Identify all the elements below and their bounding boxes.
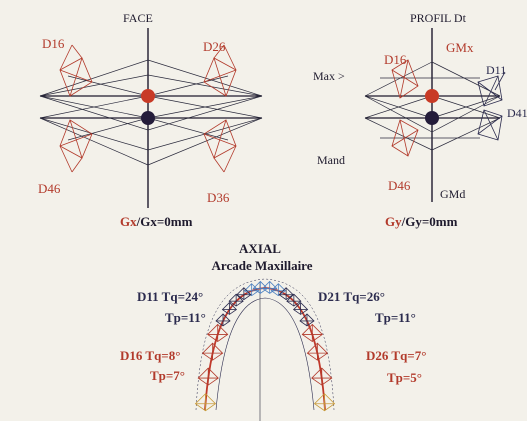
profil-tooth-d16 [391, 59, 419, 99]
axial-tooth-marker [221, 301, 238, 315]
profil-label-d11: D11 [486, 63, 506, 77]
red-center-dot-icon [425, 89, 439, 103]
profil-tooth-d46 [391, 119, 419, 157]
axial-view: AXIAL Arcade Maxillaire D11 Tq=24° Tp=11… [120, 241, 426, 421]
axial-tooth-marker [292, 301, 309, 315]
face-label-d26: D26 [203, 39, 226, 54]
axial-tooth-marker [286, 293, 302, 307]
axial-subtitle: Arcade Maxillaire [212, 258, 313, 273]
dark-center-dot-icon [425, 111, 439, 125]
face-label-d16: D16 [42, 36, 65, 51]
face-tooth-d26 [203, 44, 237, 97]
face-label-d36: D36 [207, 190, 230, 205]
face-tooth-d16 [59, 44, 93, 97]
face-tooth-d46 [59, 119, 93, 173]
face-view: FACE [38, 11, 263, 229]
axial-d21-tq: D21 Tq=26° [318, 289, 385, 304]
profil-title: PROFIL Dt [410, 11, 467, 25]
axial-tooth-marker [201, 342, 224, 361]
red-center-dot-icon [141, 89, 155, 103]
face-label-d46: D46 [38, 181, 61, 196]
axial-d26-tq: D26 Tq=7° [366, 348, 426, 363]
face-caption-a: Gx [120, 214, 137, 229]
axial-tooth-marker [262, 280, 278, 294]
profil-caption-b: /Gy=0mm [401, 214, 458, 229]
axial-d11-tq: D11 Tq=24° [137, 289, 203, 304]
axial-tooth-marker [278, 287, 294, 301]
axial-tooth-marker [311, 367, 333, 386]
axial-d21-tp: Tp=11° [375, 310, 416, 325]
axial-teeth [194, 280, 336, 412]
face-title: FACE [123, 11, 153, 25]
profil-label-d41: D41 [507, 106, 527, 120]
profil-label-mand: Mand [317, 153, 345, 167]
axial-tooth-marker [207, 323, 229, 342]
axial-tooth-marker [194, 393, 217, 412]
axial-d11-tp: Tp=11° [165, 310, 206, 325]
axial-arch-curve [204, 287, 326, 411]
profil-caption-a: Gy [385, 214, 402, 229]
profil-tooth-d41 [477, 109, 503, 141]
profil-label-d16: D16 [384, 52, 407, 67]
axial-tooth-marker [228, 293, 244, 307]
axial-tooth-marker [299, 313, 315, 327]
axial-tooth-marker [197, 367, 219, 386]
axial-tooth-marker [215, 313, 231, 327]
axial-d16-tp: Tp=7° [150, 368, 185, 383]
profil-view: PROFIL Dt [313, 11, 527, 229]
dark-center-dot-icon [141, 111, 155, 125]
axial-tooth-marker [306, 342, 329, 361]
axial-inner-arch [215, 297, 315, 411]
profil-label-d46: D46 [388, 178, 411, 193]
axial-tooth-marker [301, 323, 323, 342]
face-wireframe [39, 59, 263, 166]
axial-tooth-marker [313, 393, 336, 412]
axial-outer-arch [195, 278, 335, 411]
profil-caption: Gy/Gy=0mm [385, 214, 458, 229]
profil-label-gmd: GMd [440, 187, 465, 201]
axial-d26-tp: Tp=5° [387, 370, 422, 385]
face-caption-b: /Gx=0mm [136, 214, 193, 229]
axial-tooth-marker [236, 287, 252, 301]
axial-title: AXIAL [239, 241, 281, 256]
profil-label-max: Max > [313, 69, 345, 83]
axial-d16-tq: D16 Tq=8° [120, 348, 180, 363]
profil-wireframe [364, 61, 501, 151]
profil-label-gmx: GMx [446, 40, 474, 55]
profil-tooth-d11 [477, 71, 506, 107]
face-caption: Gx/Gx=0mm [120, 214, 193, 229]
face-tooth-d36 [203, 119, 237, 173]
